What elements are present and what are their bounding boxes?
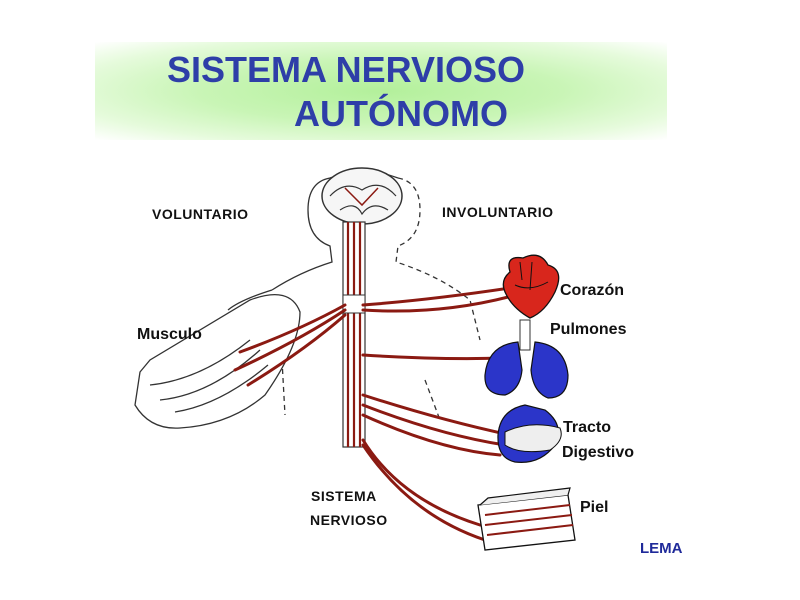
title-line-2: AUTÓNOMO	[294, 93, 508, 134]
digestive-tract-organ	[497, 404, 562, 463]
label-piel: Piel	[580, 499, 609, 516]
label-digestivo: Digestivo	[562, 444, 635, 461]
heart-organ	[502, 254, 560, 319]
label-voluntario: VOLUNTARIO	[152, 206, 249, 222]
label-sistema: SISTEMA	[311, 488, 377, 504]
author-credit: LEMA	[640, 540, 683, 557]
label-nervioso: NERVIOSO	[310, 512, 388, 528]
page-title: SISTEMA NERVIOSO AUTÓNOMO	[95, 48, 667, 136]
label-corazon: Corazón	[560, 282, 624, 299]
label-involuntario: INVOLUNTARIO	[442, 204, 554, 220]
brain	[321, 167, 403, 225]
title-line-1: SISTEMA NERVIOSO	[166, 49, 526, 90]
label-pulmones: Pulmones	[550, 321, 627, 338]
nerve-fibers	[233, 286, 514, 542]
trachea	[519, 319, 531, 351]
arm-muscle	[134, 294, 301, 429]
title-background	[95, 42, 667, 140]
lungs-organ	[484, 341, 569, 399]
skin-organ	[477, 487, 576, 551]
label-musculo: Musculo	[137, 326, 202, 343]
body-outline	[227, 170, 481, 421]
label-tracto: Tracto	[563, 419, 612, 436]
spinal-cord	[342, 221, 366, 448]
